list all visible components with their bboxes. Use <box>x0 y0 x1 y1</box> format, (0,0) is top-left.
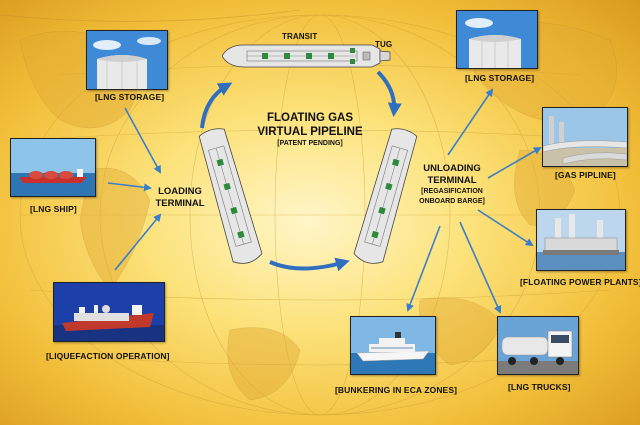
unloading-terminal-barge <box>350 128 420 278</box>
transit-label: TRANSIT <box>282 32 318 41</box>
arrow-storage-to-loading <box>124 107 161 174</box>
dest-lng-storage-label: [LNG STORAGE] <box>465 73 535 83</box>
loading-terminal-label-line1: LOADING <box>158 186 202 197</box>
source-lng-storage-photo <box>86 30 168 90</box>
source-lng-storage-label: [LNG STORAGE] <box>95 92 165 102</box>
source-lng-ship-photo <box>10 138 96 197</box>
dest-power-plant-label: [FLOATING POWER PLANTS] <box>520 277 640 287</box>
dest-lng-trucks-label: [LNG TRUCKS] <box>508 382 571 392</box>
unloading-terminal-note-line2: ONBOARD BARGE] <box>419 198 485 205</box>
arrow-unloading-to-trucks <box>459 221 502 314</box>
diagram-title-line2: VIRTUAL PIPELINE <box>257 126 363 138</box>
dest-gas-pipeline-photo <box>542 107 628 167</box>
source-liquefaction-label: [LIQUEFACTION OPERATION] <box>46 351 170 361</box>
unloading-terminal-label-line2: TERMINAL <box>427 175 477 186</box>
dest-bunkering-label: [BUNKERING IN ECA ZONES] <box>335 385 458 395</box>
dest-lng-storage-photo <box>456 10 538 69</box>
dest-power-plant-photo <box>536 209 626 271</box>
source-liquefaction-photo <box>53 282 165 342</box>
transit-barge <box>221 44 392 73</box>
loading-terminal-barge <box>196 128 266 278</box>
arrow-liquefaction-to-loading <box>114 213 162 271</box>
arrow-unloading-to-bunkering <box>406 225 441 312</box>
arrow-unloading-to-pipeline <box>487 147 542 179</box>
source-lng-ship-label: [LNG SHIP] <box>30 204 77 214</box>
dest-bunkering-photo <box>350 316 436 375</box>
cycle-arrow-loading-to-transit <box>200 82 233 129</box>
arrow-unloading-to-power <box>477 209 534 247</box>
arrow-unloading-to-storage <box>447 88 494 156</box>
diagram-title-line1: FLOATING GAS <box>266 112 354 124</box>
cycle-arrow-transit-to-unloading <box>376 70 402 117</box>
arrow-ship-to-loading <box>107 182 152 192</box>
loading-terminal-label-line2: TERMINAL <box>155 198 205 209</box>
dest-gas-pipeline-label: [GAS PIPLINE] <box>555 170 616 180</box>
unloading-terminal-label-line1: UNLOADING <box>423 163 481 174</box>
cycle-arrow-bottom <box>269 257 350 272</box>
patent-note: [PATENT PENDING] <box>277 140 343 147</box>
unloading-terminal-note-line1: [REGASIFICATION <box>421 188 483 195</box>
tug-label: TUG <box>375 40 393 49</box>
dest-lng-trucks-photo <box>497 316 579 375</box>
